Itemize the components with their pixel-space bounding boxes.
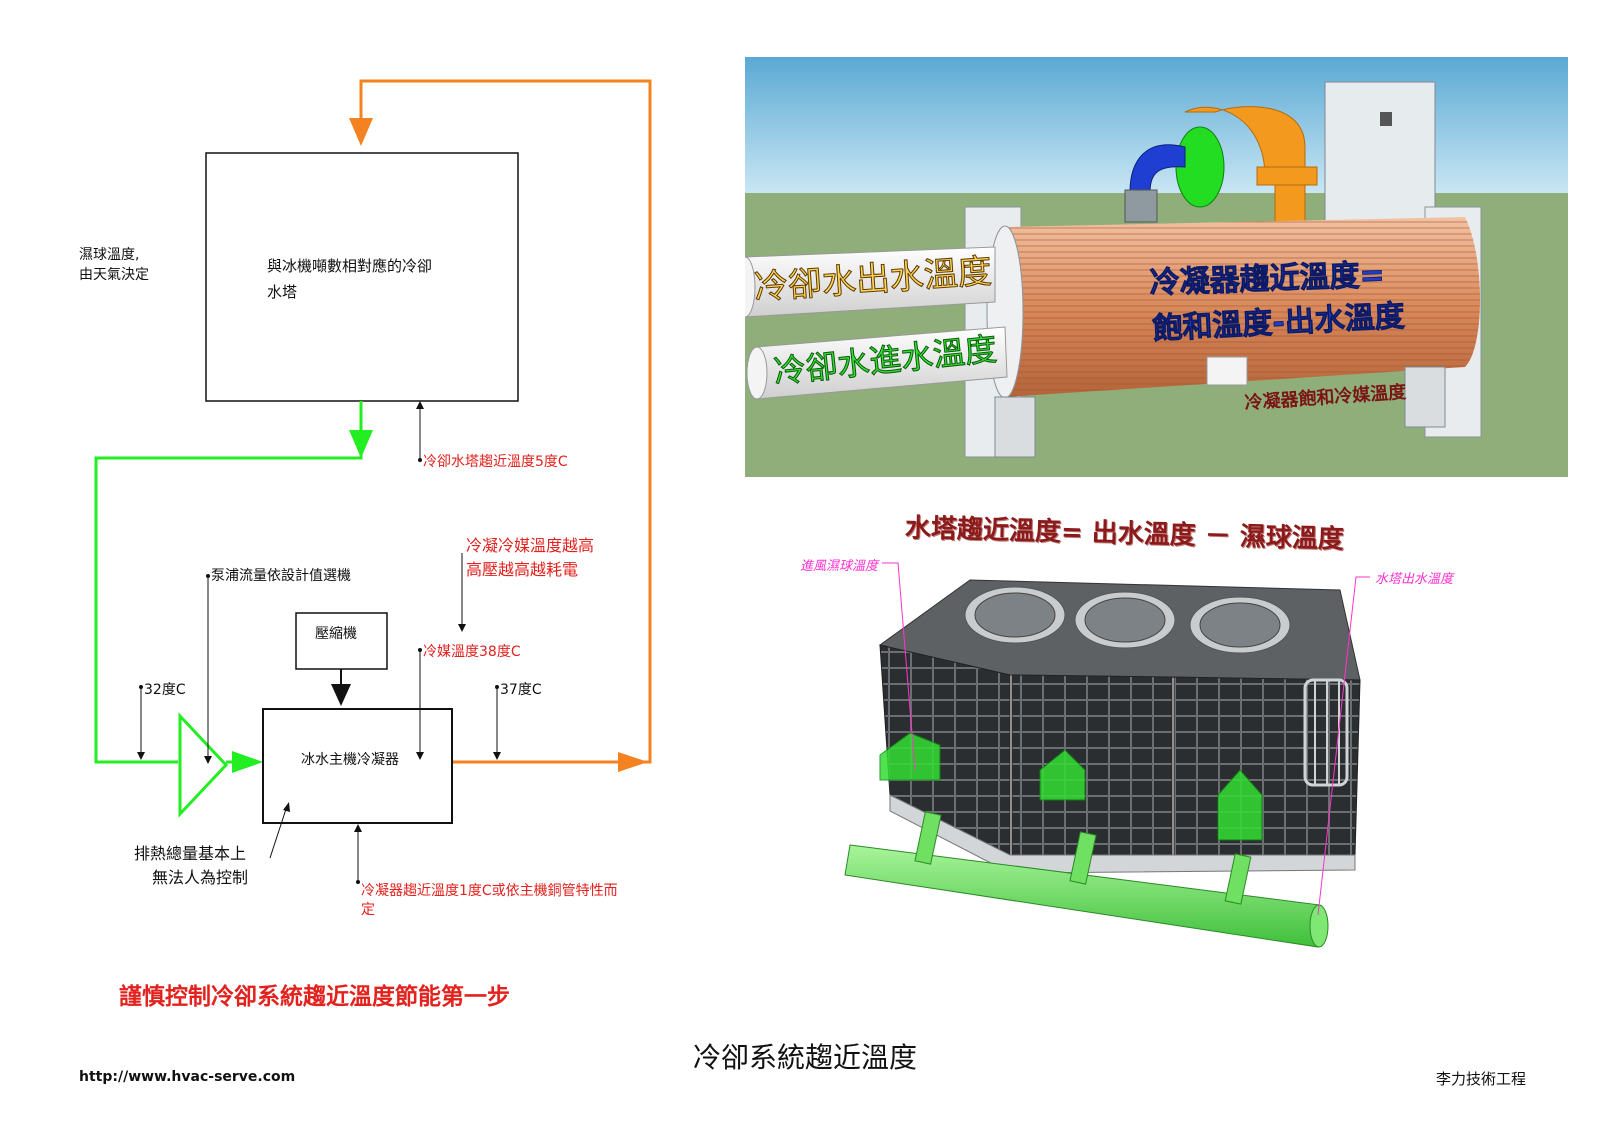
site-url: http://www.hvac-serve.com [79, 1069, 296, 1085]
compressor-arrow [331, 684, 351, 706]
inlet-pipe-label: 冷卻水進水溫度 [772, 330, 999, 391]
hot-water-return-line [359, 79, 652, 764]
tower-outlet-callout-line [1317, 576, 1370, 916]
tower-render: 進風濕球溫度 水塔出水溫度 [800, 555, 1560, 975]
approach-eq-line2: 飽和溫度-出水溫度 [1152, 299, 1406, 347]
pump-triangle [178, 712, 229, 818]
tower-render-art [844, 562, 1370, 948]
flow-diagram: 與冰機噸數相對應的冷卻 水塔 濕球溫度, 由天氣決定 冷卻水塔趨近溫度5度C 冷… [0, 0, 720, 960]
condenser-approach-line1: 冷凝器趨近溫度1度C或依主機銅管特性而 [361, 883, 618, 899]
compressor-label: 壓縮機 [315, 626, 357, 642]
cold-arrow-into-condenser [232, 751, 263, 773]
heat-rejection-line2: 無法人為控制 [152, 868, 249, 887]
condenser-box [262, 708, 453, 824]
condenser-approach-line2: 定 [361, 902, 375, 918]
temp-in-label: 32度C [144, 682, 186, 698]
compressor-box [295, 612, 388, 670]
hot-arrow-right [618, 752, 648, 772]
wetbulb-label-line1: 濕球溫度, [79, 247, 140, 263]
heat-rejection-line1: 排熱總量基本上 [134, 844, 247, 863]
tower-approach-label: 冷卻水塔趨近溫度5度C [423, 454, 568, 470]
saturation-label: 冷凝器飽和冷媒溫度 [1244, 381, 1408, 414]
tower-formula: 水塔趨近溫度= 出水溫度 － 濕球溫度 [904, 513, 1345, 555]
tower-box-label-line1: 與冰機噸數相對應的冷卻 [267, 257, 433, 275]
refrigerant-note-line2: 高壓越高越耗電 [466, 560, 579, 579]
wetbulb-label-line2: 由天氣決定 [79, 267, 149, 283]
page-title: 冷卻系統趨近溫度 [693, 1041, 918, 1074]
cooling-tower-box [205, 152, 519, 402]
condenser-render-art [745, 57, 1568, 477]
condenser-render-labels: 冷卻水出水溫度 冷卻水進水溫度 冷凝器趨近溫度= 飽和溫度-出水溫度 冷凝器飽和… [752, 251, 1408, 414]
flow-diagram-lines [94, 79, 652, 884]
inlet-wetbulb-label: 進風濕球溫度 [800, 559, 879, 574]
cold-arrow-from-tower [349, 430, 373, 458]
tower-outlet-label: 水塔出水溫度 [1375, 572, 1454, 587]
approach-eq-line1: 冷凝器趨近溫度= [1149, 258, 1385, 301]
temp-out-label: 37度C [500, 682, 542, 698]
hot-arrow-into-tower [349, 118, 373, 146]
condenser-label: 冰水主機冷凝器 [301, 752, 399, 768]
outlet-pipe-label: 冷卻水出水溫度 [753, 251, 993, 308]
refrigerant-temp-label: 冷媒溫度38度C [423, 644, 521, 660]
pump-label: 泵浦流量依設計值選機 [211, 568, 351, 584]
inlet-wetbulb-callout-line [882, 562, 916, 771]
condenser-render: 冷卻水出水溫度 冷卻水進水溫度 冷凝器趨近溫度= 飽和溫度-出水溫度 冷凝器飽和… [745, 57, 1568, 477]
refrigerant-note-line1: 冷凝冷媒溫度越高 [466, 536, 595, 555]
heat-rejection-pointer [269, 805, 288, 859]
slogan: 謹慎控制冷卻系統趨近溫度節能第一步 [119, 984, 510, 1010]
company-name: 李力技術工程 [1436, 1070, 1527, 1088]
tower-box-label-line2: 水塔 [267, 283, 298, 301]
